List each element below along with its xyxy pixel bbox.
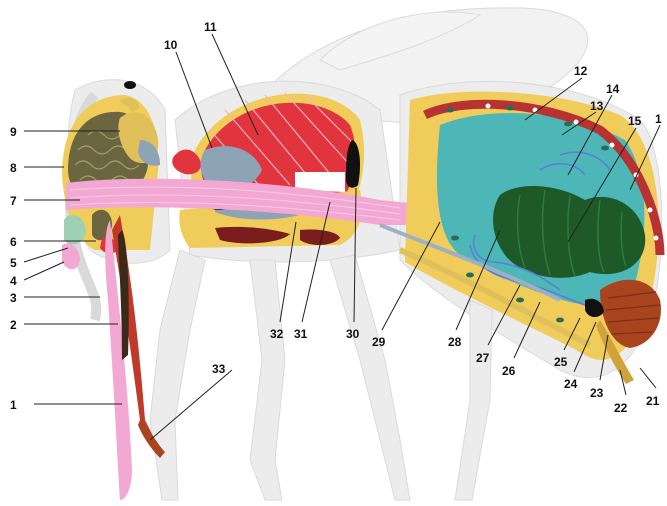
label-9: 9 (10, 125, 17, 139)
label-23: 23 (590, 386, 604, 400)
label-2: 2 (10, 318, 17, 332)
label-8: 8 (10, 161, 17, 175)
label-1: 1 (10, 398, 17, 412)
label-16: 1 (655, 112, 662, 126)
label-12: 12 (574, 64, 588, 78)
leg-shape (330, 255, 410, 500)
label-26: 26 (502, 364, 516, 378)
label-22: 22 (614, 401, 628, 415)
label-24: 24 (564, 377, 578, 391)
label-25: 25 (554, 355, 568, 369)
label-4: 4 (10, 274, 17, 288)
label-15: 15 (628, 114, 642, 128)
label-3: 3 (10, 291, 17, 305)
label-30: 30 (346, 327, 360, 341)
ocellus (124, 81, 136, 89)
label-28: 28 (448, 335, 462, 349)
leg-shape (250, 260, 285, 500)
label-31: 31 (294, 327, 308, 341)
label-14: 14 (606, 82, 620, 96)
leg-shape (455, 300, 492, 500)
label-29: 29 (372, 335, 386, 349)
label-7: 7 (10, 194, 17, 208)
label-32: 32 (270, 327, 284, 341)
leg-shape (150, 250, 205, 500)
label-10: 10 (164, 38, 178, 52)
label-21: 21 (646, 394, 660, 408)
label-6: 6 (10, 235, 17, 249)
label-33: 33 (212, 362, 226, 376)
label-13: 13 (590, 99, 604, 113)
label-5: 5 (10, 256, 17, 270)
label-11: 11 (204, 20, 217, 34)
label-27: 27 (476, 351, 490, 365)
